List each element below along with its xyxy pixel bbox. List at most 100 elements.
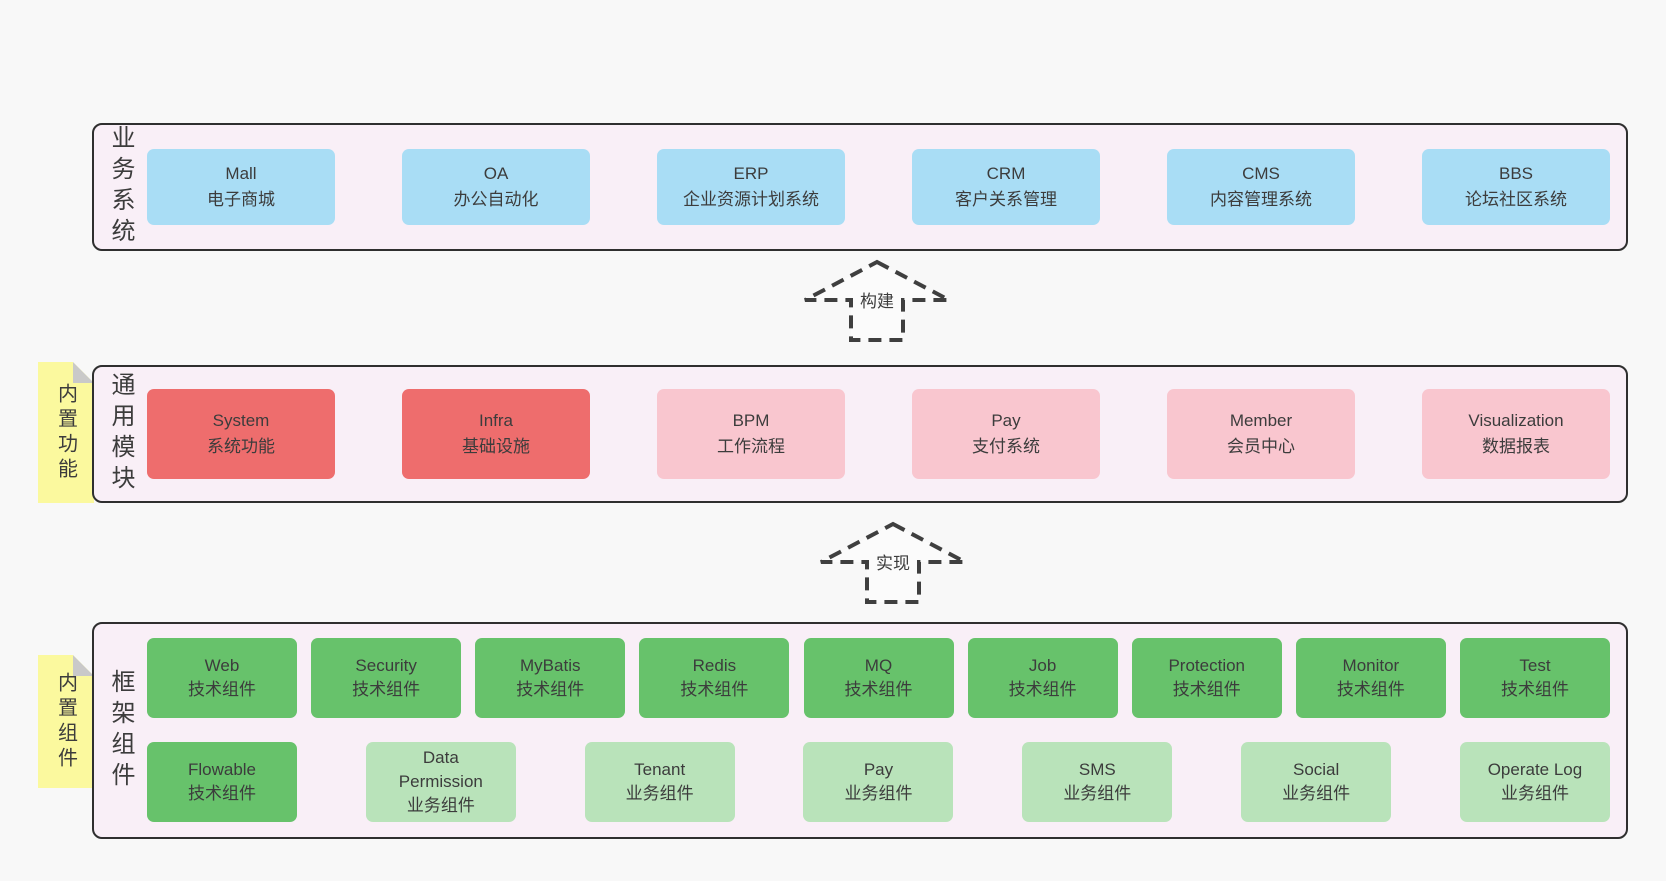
- common-modules-boxes: System 系统功能 Infra 基础设施 BPM 工作流程 Pay 支付系统…: [147, 389, 1626, 479]
- box-title: Social: [1292, 760, 1340, 779]
- module-box: Job 技术组件: [967, 638, 1118, 718]
- box-subtitle: 业务组件: [844, 784, 913, 803]
- box-title: OA: [483, 164, 509, 183]
- box-subtitle: 技术组件: [516, 680, 585, 699]
- module-box: Test 技术组件: [1460, 638, 1610, 718]
- folded-corner-icon: [73, 655, 94, 676]
- box-subtitle: 技术组件: [1336, 680, 1405, 699]
- module-box: BPM 工作流程: [657, 389, 845, 479]
- module-box: Operate Log 业务组件: [1459, 742, 1610, 822]
- arrow-implement: 实现: [818, 518, 968, 606]
- box-subtitle: 技术组件: [188, 784, 256, 803]
- module-box: Member 会员中心: [1167, 389, 1355, 479]
- box-title: BBS: [1498, 164, 1534, 183]
- module-box: OA 办公自动化: [402, 149, 590, 225]
- box-title: SMS: [1078, 760, 1116, 779]
- box-subtitle: 电子商城: [207, 190, 275, 209]
- module-box: Pay 支付系统: [912, 389, 1100, 479]
- box-subtitle: 客户关系管理: [955, 190, 1057, 209]
- box-subtitle: 技术组件: [1172, 680, 1241, 699]
- layer-label-framework-components: 框架组件: [107, 668, 134, 793]
- box-title: CRM: [986, 164, 1026, 183]
- business-systems-boxes: Mall 电子商城 OA 办公自动化 ERP 企业资源计划系统 CRM 客户关系…: [147, 149, 1626, 225]
- box-title: Data Permission: [398, 748, 483, 791]
- box-title: Operate Log: [1487, 760, 1583, 779]
- box-subtitle: 业务组件: [406, 796, 475, 815]
- box-subtitle: 技术组件: [188, 680, 256, 699]
- box-title: Pay: [991, 411, 1021, 430]
- box-title: MyBatis: [520, 656, 581, 675]
- module-box: Pay 业务组件: [803, 742, 954, 822]
- box-subtitle: 工作流程: [717, 437, 785, 456]
- box-subtitle: 业务组件: [625, 784, 694, 803]
- module-box: MyBatis 技术组件: [475, 638, 626, 718]
- box-title: Job: [1028, 656, 1057, 675]
- box-title: Member: [1229, 411, 1293, 430]
- box-subtitle: 技术组件: [1501, 680, 1569, 699]
- box-title: ERP: [733, 164, 769, 183]
- box-title: Redis: [692, 656, 737, 675]
- module-box: CMS 内容管理系统: [1167, 149, 1355, 225]
- box-subtitle: 业务组件: [1500, 784, 1569, 803]
- sticky-tab-built-in-features: 内置功能: [38, 362, 94, 503]
- module-box: CRM 客户关系管理: [912, 149, 1100, 225]
- folded-corner-icon: [73, 362, 94, 383]
- box-subtitle: 办公自动化: [453, 190, 539, 209]
- box-title: Test: [1519, 656, 1551, 675]
- box-subtitle: 系统功能: [207, 437, 275, 456]
- box-title: Tenant: [634, 760, 686, 779]
- box-title: MQ: [864, 656, 893, 675]
- box-title: Security: [355, 656, 417, 675]
- module-box: Flowable 技术组件: [147, 742, 297, 822]
- box-title: System: [212, 411, 270, 430]
- box-subtitle: 技术组件: [844, 680, 913, 699]
- arrow-build: 构建: [802, 256, 952, 344]
- box-subtitle: 基础设施: [462, 437, 530, 456]
- module-box: SMS 业务组件: [1022, 742, 1173, 822]
- layer-framework-components: 框架组件 Web 技术组件 Security 技术组件 MyBatis 技术组件…: [92, 622, 1628, 839]
- box-subtitle: 数据报表: [1482, 437, 1550, 456]
- layer-common-modules: 通用模块 System 系统功能 Infra 基础设施 BPM 工作流程 Pay…: [92, 365, 1628, 503]
- module-box: Tenant 业务组件: [584, 742, 735, 822]
- box-subtitle: 会员中心: [1227, 437, 1295, 456]
- box-title: BPM: [732, 411, 770, 430]
- box-subtitle: 支付系统: [972, 437, 1040, 456]
- box-subtitle: 技术组件: [352, 680, 421, 699]
- box-title: Visualization: [1468, 411, 1564, 430]
- module-box: Web 技术组件: [147, 638, 297, 718]
- module-box: Security 技术组件: [311, 638, 462, 718]
- module-box: Protection 技术组件: [1131, 638, 1282, 718]
- module-box: BBS 论坛社区系统: [1422, 149, 1610, 225]
- layer-label-common-modules: 通用模块: [107, 372, 134, 496]
- box-subtitle: 技术组件: [1008, 680, 1077, 699]
- box-title: Infra: [478, 411, 514, 430]
- tab-label: 内置功能: [54, 382, 77, 483]
- sticky-tab-built-in-components: 内置组件: [38, 655, 94, 788]
- module-box: Infra 基础设施: [402, 389, 590, 479]
- layer-label-business-systems: 业务系统: [107, 125, 134, 249]
- box-subtitle: 企业资源计划系统: [683, 190, 819, 209]
- box-subtitle: 业务组件: [1282, 784, 1351, 803]
- box-subtitle: 技术组件: [680, 680, 749, 699]
- module-box: Redis 技术组件: [639, 638, 790, 718]
- module-box: Data Permission 业务组件: [365, 742, 516, 822]
- arrow-label: 构建: [860, 292, 894, 311]
- box-subtitle: 论坛社区系统: [1465, 190, 1567, 209]
- module-box: Mall 电子商城: [147, 149, 335, 225]
- module-box: System 系统功能: [147, 389, 335, 479]
- box-title: Monitor: [1342, 656, 1400, 675]
- box-title: Mall: [225, 164, 257, 183]
- box-subtitle: 业务组件: [1063, 784, 1132, 803]
- box-subtitle: 内容管理系统: [1210, 190, 1312, 209]
- layer-business-systems: 业务系统 Mall 电子商城 OA 办公自动化 ERP 企业资源计划系统 CRM…: [92, 123, 1628, 251]
- box-title: Web: [204, 656, 240, 675]
- module-box: Social 业务组件: [1241, 742, 1392, 822]
- module-box: MQ 技术组件: [803, 638, 954, 718]
- module-box: Monitor 技术组件: [1295, 638, 1446, 718]
- module-box: Visualization 数据报表: [1422, 389, 1610, 479]
- box-title: Protection: [1168, 656, 1246, 675]
- box-title: Flowable: [187, 760, 257, 779]
- box-title: Pay: [863, 760, 894, 779]
- framework-components-boxes: Web 技术组件 Security 技术组件 MyBatis 技术组件 Redi…: [147, 622, 1626, 839]
